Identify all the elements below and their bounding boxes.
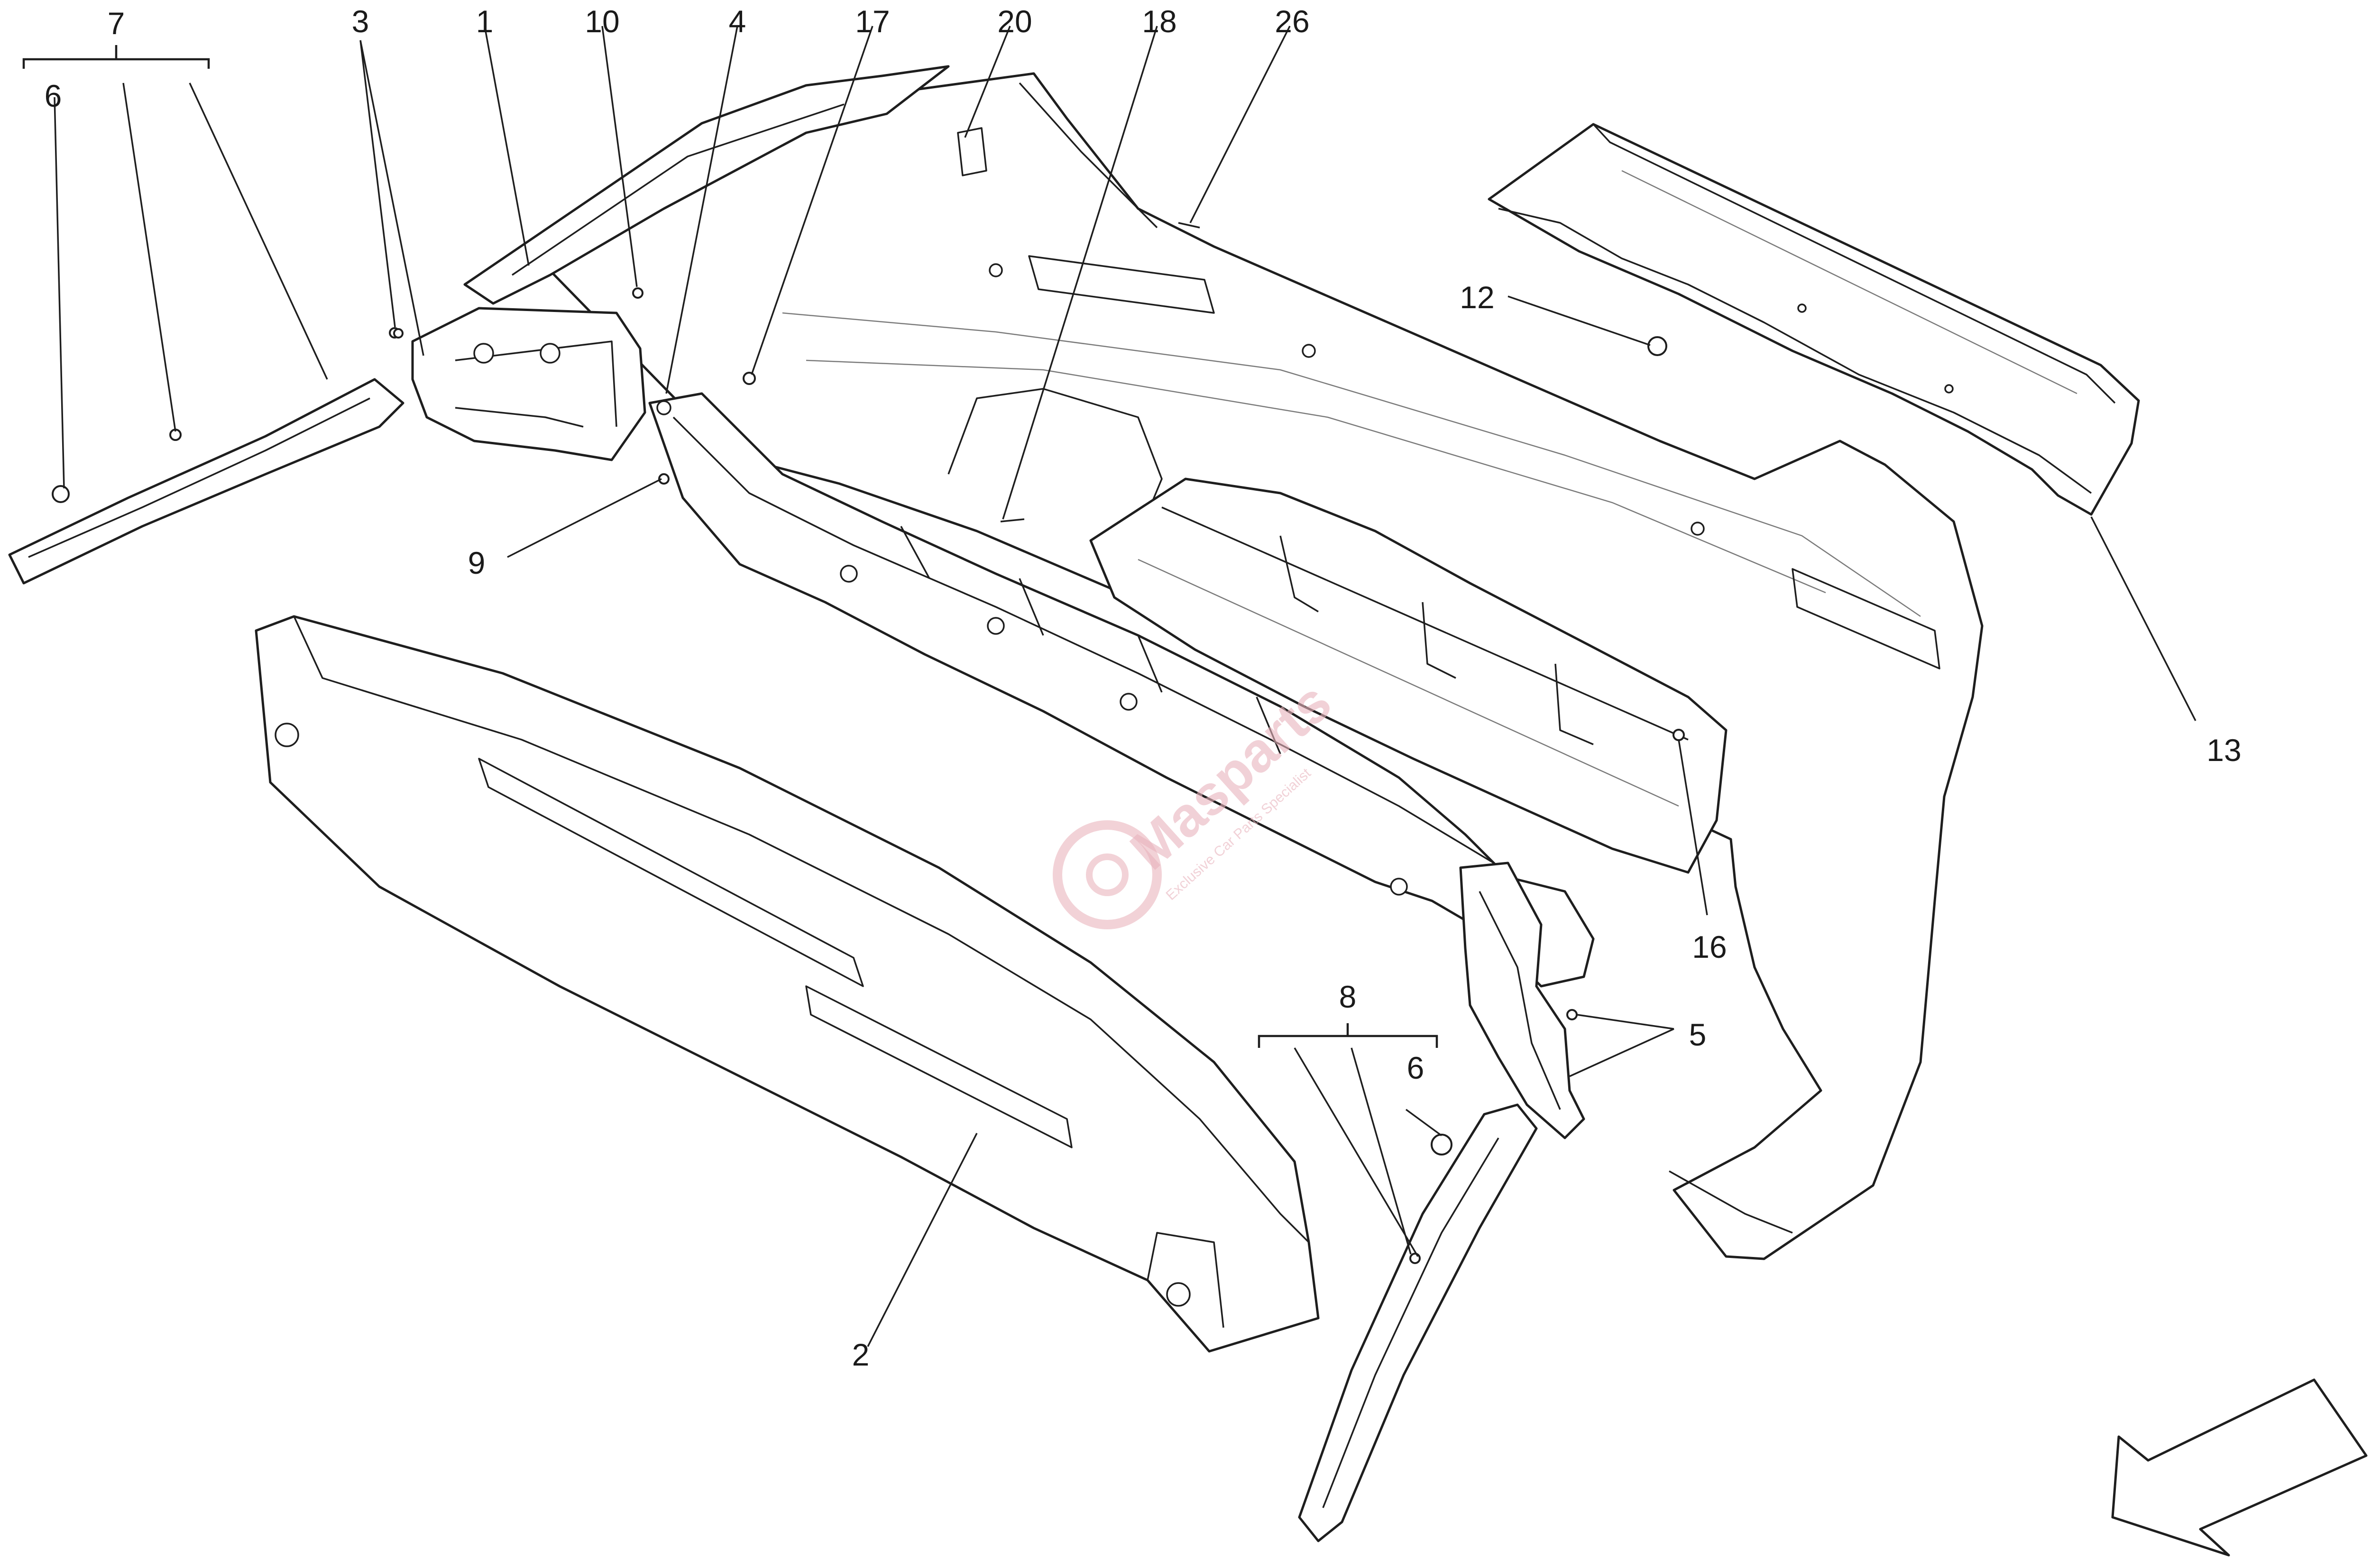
callout-16: 16 <box>1692 929 1727 964</box>
part-7-left-guide-strip <box>8 327 404 585</box>
bumper-under-tray <box>1089 477 1728 874</box>
group-bracket-7 <box>22 45 210 69</box>
callout-5: 5 <box>1689 1017 1707 1052</box>
part-4-support-bracket <box>648 392 1595 988</box>
small-hardware <box>393 127 1685 1020</box>
callout-20: 20 <box>997 4 1032 39</box>
callout-7: 7 <box>108 6 125 41</box>
callout-3: 3 <box>352 4 369 39</box>
callout-26: 26 <box>1275 4 1309 39</box>
leader-lines <box>54 26 2196 1347</box>
arrow-down-left-icon <box>2111 1378 2368 1557</box>
callout-4: 4 <box>729 4 746 39</box>
part-18-cable-end <box>1000 518 1025 523</box>
part-2-impact-absorber <box>255 615 1320 1353</box>
callout-10: 10 <box>585 4 619 39</box>
callout-6-left: 6 <box>45 78 62 113</box>
callout-12: 12 <box>1460 280 1494 315</box>
callout-13: 13 <box>2206 733 2241 768</box>
part-8-right-guide-strip <box>1298 1103 1538 1542</box>
part-26-clip-line <box>1178 222 1200 229</box>
callout-17: 17 <box>855 4 890 39</box>
callout-6-right: 6 <box>1407 1050 1424 1085</box>
callout-labels: 7 3 1 10 4 17 20 18 26 6 12 9 13 16 8 5 … <box>45 4 2242 1372</box>
part-20-label-plate <box>957 127 987 176</box>
group-bracket-8 <box>1258 1023 1438 1048</box>
callout-9: 9 <box>468 545 486 580</box>
callout-1: 1 <box>476 4 494 39</box>
part-5-right-mount-bracket <box>1459 862 1585 1139</box>
callout-18: 18 <box>1142 4 1176 39</box>
callout-2: 2 <box>852 1337 870 1372</box>
callout-8: 8 <box>1339 979 1357 1014</box>
wheel-logo-icon <box>1053 820 1162 929</box>
part-13-diffuser <box>1488 123 2140 516</box>
